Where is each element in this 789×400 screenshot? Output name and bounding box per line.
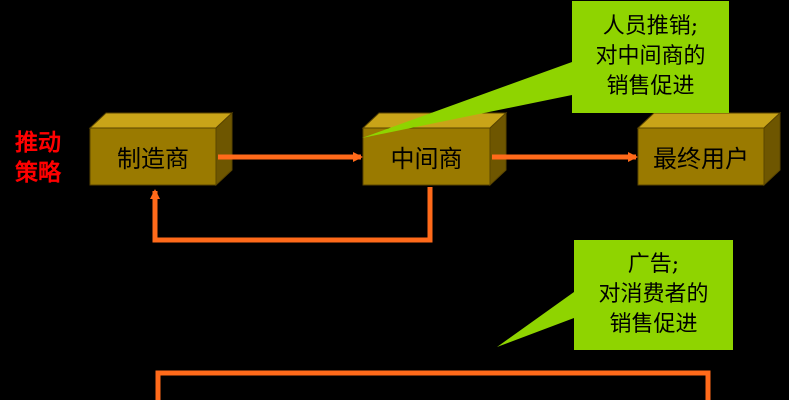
manufacturer-label: 制造商 <box>117 145 189 173</box>
end-user-label: 最终用户 <box>653 145 749 173</box>
middleman-box <box>361 111 508 187</box>
callout-advertising <box>497 240 733 350</box>
callout-personal-selling <box>362 1 729 138</box>
strategy-label: 推动 策略 <box>15 130 61 186</box>
end-user-box <box>636 111 782 187</box>
personal-selling-text: 人员推销; 对中间商的 销售促进 <box>595 14 706 99</box>
bottom-frame <box>155 370 711 400</box>
middleman-label: 中间商 <box>390 145 463 173</box>
manufacturer-box <box>88 111 234 187</box>
advertising-text: 广告; 对消费者的 销售促进 <box>598 252 709 337</box>
feedback-arrow-middleman-to-manufacturer <box>150 187 433 243</box>
